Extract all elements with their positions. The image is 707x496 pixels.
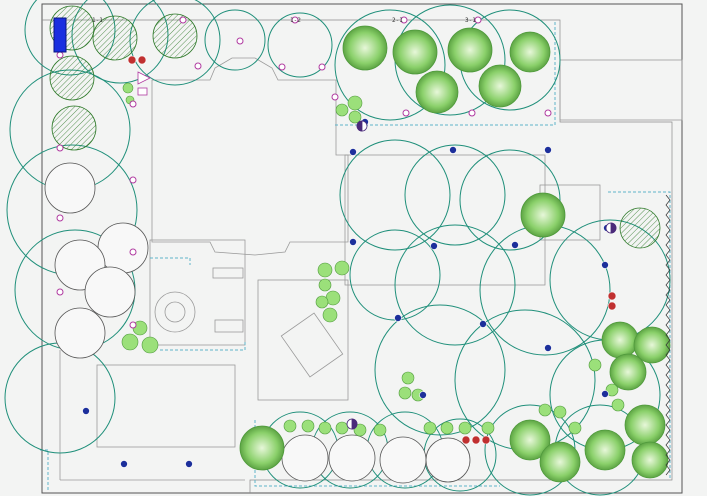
- spray-heads: [56, 16, 552, 329]
- house-footprint: [59, 57, 683, 481]
- trees-canopy: [239, 25, 671, 483]
- svg-text:3-1: 3-1: [465, 17, 476, 24]
- edging-zigzag: [665, 194, 671, 476]
- zone-tags: 1-1 1-2 2-1 3-1: [92, 17, 476, 24]
- trees-outline: [44, 162, 471, 484]
- backflow-preventer: [137, 71, 151, 96]
- svg-text:2-1: 2-1: [392, 17, 403, 24]
- irrigation-controller: [53, 17, 67, 53]
- part-circle-heads: [346, 120, 617, 430]
- property-boundary: [41, 3, 683, 494]
- valve-boxes: [127, 55, 617, 445]
- svg-text:1-2: 1-2: [290, 17, 301, 24]
- trees-hatched: [49, 5, 661, 249]
- svg-text:1-1: 1-1: [92, 17, 103, 24]
- shrubs: [121, 82, 625, 437]
